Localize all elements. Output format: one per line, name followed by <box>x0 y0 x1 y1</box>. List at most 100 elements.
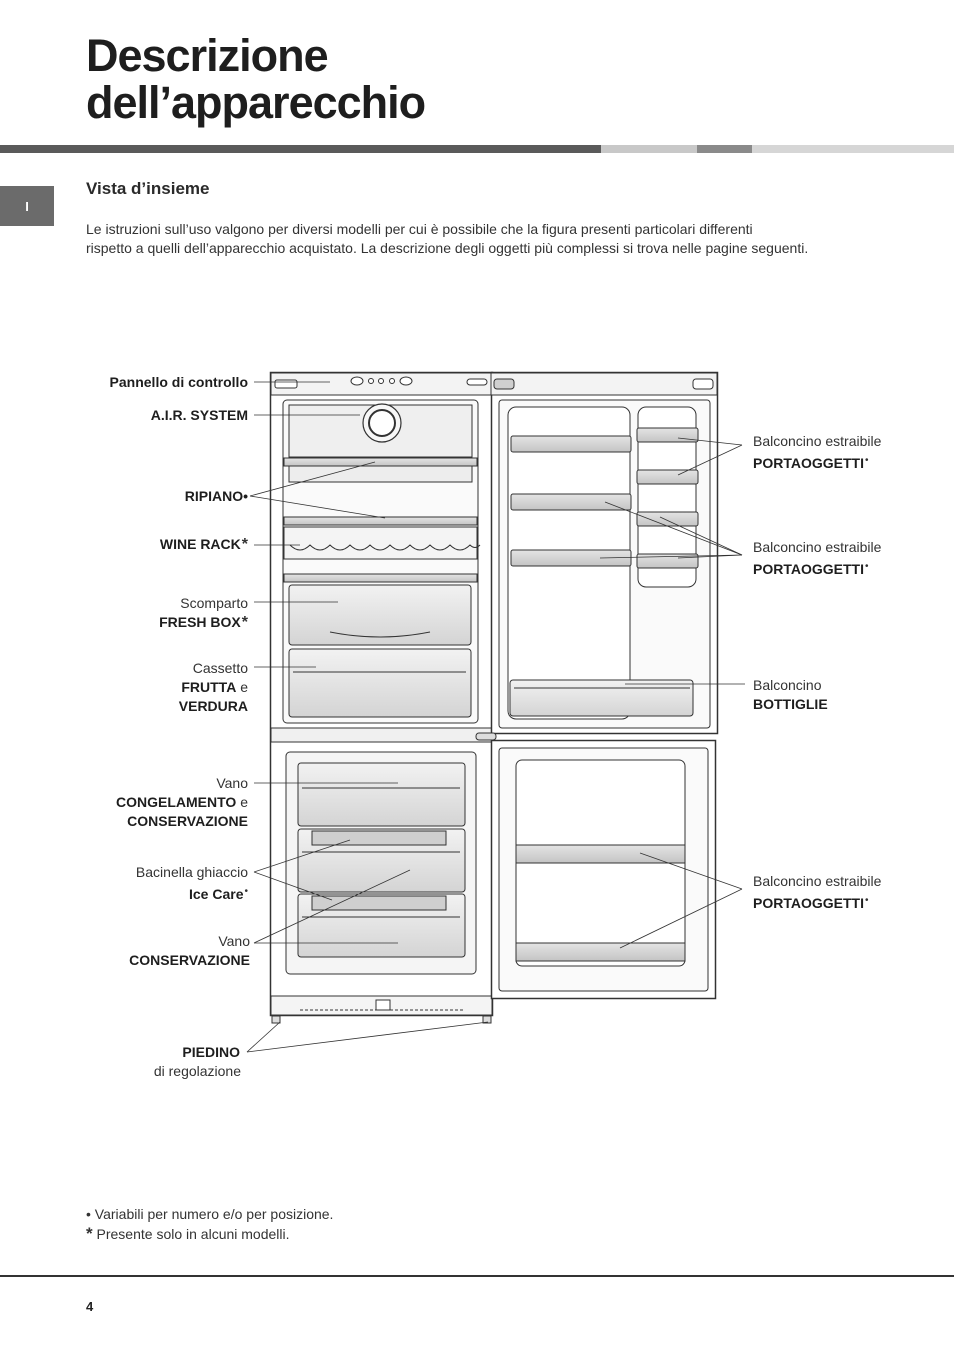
label-door-balcony-middle: Balconcino estraibile PORTAOGGETTI• <box>753 538 881 579</box>
control-panel <box>270 372 493 396</box>
header-band-light-2 <box>752 145 954 153</box>
shelf-2 <box>283 516 478 526</box>
label-piedino: PIEDINO <box>182 1044 240 1060</box>
label-and: e <box>240 679 248 695</box>
footnote-bullet-text: Variabili per numero e/o per posizione. <box>94 1206 334 1222</box>
label-freezer-door-balcony-line-2: PORTAOGGETTI <box>753 895 864 911</box>
label-vegetable-drawer: Cassetto FRUTTA e VERDURA <box>179 659 248 716</box>
label-piedino-line-2: di regolazione <box>153 1063 241 1079</box>
label-ice-tray-line-1: Bacinella ghiaccio <box>135 864 248 880</box>
intro-text: Le istruzioni sull’uso valgono per diver… <box>86 220 906 258</box>
wine-rack-waves <box>289 544 481 551</box>
label-ice-tray: Bacinella ghiaccio Ice Care• <box>136 863 248 904</box>
label-bottle-balcony: Balconcino BOTTIGLIE <box>753 676 828 714</box>
wine-rack <box>283 526 478 560</box>
door-balcony-small-2 <box>636 469 699 485</box>
asterisk-mark: * <box>241 614 248 631</box>
bullet-mark: • <box>864 895 869 906</box>
page-title-line-1: Descrizione <box>86 30 329 81</box>
foot-right <box>482 1015 492 1024</box>
label-ice-care: Ice Care <box>189 886 244 902</box>
freezer-door-balcony-2 <box>515 942 686 962</box>
label-freezer-compartment: Vano CONGELAMENTO e CONSERVAZIONE <box>116 774 248 831</box>
control-panel-button-3 <box>389 378 395 384</box>
shelf-3 <box>283 573 478 583</box>
label-storage-compartment: Vano CONSERVAZIONE <box>129 932 250 970</box>
foot-left <box>271 1015 281 1024</box>
control-panel-button-1 <box>368 378 374 384</box>
label-control-panel: Pannello di controllo <box>110 373 248 392</box>
page-number: 4 <box>86 1299 94 1314</box>
control-panel-knob <box>350 376 364 386</box>
label-feet: PIEDINO di regolazione <box>153 1043 241 1081</box>
label-control-panel-text: Pannello di controllo <box>109 374 248 390</box>
vegetable-drawer <box>288 648 472 718</box>
bullet-mark: • <box>864 455 869 466</box>
footnote-bullet-mark: • <box>86 1206 91 1222</box>
footnote-bullet: • Variabili per numero e/o per posizione… <box>86 1205 333 1224</box>
label-door-balcony-upper: Balconcino estraibile PORTAOGGETTI• <box>753 432 881 473</box>
footnotes: • Variabili per numero e/o per posizione… <box>86 1205 333 1244</box>
control-panel-display <box>466 378 488 386</box>
language-tab-label: I <box>25 198 29 214</box>
intro-line-2: rispetto a quelli dell’apparecchio acqui… <box>86 240 809 256</box>
page-title: Descrizione dell’apparecchio <box>86 30 426 128</box>
label-freezer-line-1: Vano <box>216 775 248 791</box>
label-vegetable-drawer-line-1: Cassetto <box>192 660 248 676</box>
label-bottle-balcony-line-2: BOTTIGLIE <box>753 696 828 712</box>
bullet-mark: • <box>244 886 248 897</box>
door-balcony-1 <box>510 435 632 453</box>
control-panel-slot-left <box>274 379 298 389</box>
shelf-1-lip <box>288 465 473 483</box>
label-bottle-balcony-line-1: Balconcino <box>753 677 822 693</box>
label-shelf: RIPIANO• <box>185 487 248 506</box>
label-air-system-text: A.I.R. SYSTEM <box>150 407 248 423</box>
label-door-balcony-upper-line-2: PORTAOGGETTI <box>753 455 864 471</box>
door-hinge <box>475 732 497 741</box>
label-air-system: A.I.R. SYSTEM <box>151 406 248 425</box>
label-verdura: VERDURA <box>178 698 248 714</box>
base-hinge <box>375 999 391 1011</box>
label-wine-rack-text: WINE RACK <box>159 536 241 552</box>
header-band-light-1 <box>601 145 697 153</box>
compartment-divider <box>270 727 493 743</box>
label-fresh-box: Scomparto FRESH BOX* <box>159 594 248 632</box>
door-bottle-balcony <box>509 679 694 717</box>
footer-rule <box>0 1275 954 1277</box>
section-heading: Vista d’insieme <box>86 179 210 198</box>
footnote-asterisk: * Presente solo in alcuni modelli. <box>86 1224 333 1244</box>
fresh-box-curve <box>329 631 431 638</box>
door-balcony-small-1 <box>636 427 699 443</box>
label-freezer-door-balcony-line-1: Balconcino estraibile <box>753 873 882 889</box>
door-handle-top <box>493 378 515 390</box>
freezer-drawer-1 <box>297 762 466 827</box>
fresh-box <box>288 584 472 646</box>
language-tab: I <box>0 186 54 226</box>
label-door-balcony-middle-line-1: Balconcino estraibile <box>753 539 882 555</box>
shelf-1 <box>283 457 478 467</box>
ice-tray-1 <box>311 830 447 846</box>
label-fresh-box-line-2: FRESH BOX <box>159 614 241 630</box>
label-fresh-box-line-1: Scomparto <box>180 595 248 611</box>
ice-tray-2 <box>311 895 447 911</box>
door-balcony-2 <box>510 493 632 511</box>
label-conservazione: CONSERVAZIONE <box>127 813 248 829</box>
page-title-line-2: dell’apparecchio <box>86 77 426 128</box>
label-door-balcony-upper-line-1: Balconcino estraibile <box>753 433 882 449</box>
bullet-mark: • <box>864 561 869 572</box>
footnote-asterisk-text: Presente solo in alcuni modelli. <box>96 1226 290 1242</box>
freezer-door-balcony-1 <box>515 844 686 864</box>
door-balcony-small-3 <box>636 511 699 527</box>
label-door-balcony-middle-line-2: PORTAOGGETTI <box>753 561 864 577</box>
door-balcony-3 <box>510 549 632 567</box>
control-panel-knob-2 <box>399 376 413 386</box>
air-system-fan-inner <box>368 409 396 437</box>
header-band-dark <box>0 145 601 153</box>
footnote-asterisk-mark: * <box>86 1224 93 1243</box>
label-and: e <box>240 794 248 810</box>
control-panel-button-2 <box>378 378 384 384</box>
label-congelamento: CONGELAMENTO <box>116 794 237 810</box>
intro-line-1: Le istruzioni sull’uso valgono per diver… <box>86 221 753 237</box>
label-freezer-door-balcony: Balconcino estraibile PORTAOGGETTI• <box>753 872 881 913</box>
